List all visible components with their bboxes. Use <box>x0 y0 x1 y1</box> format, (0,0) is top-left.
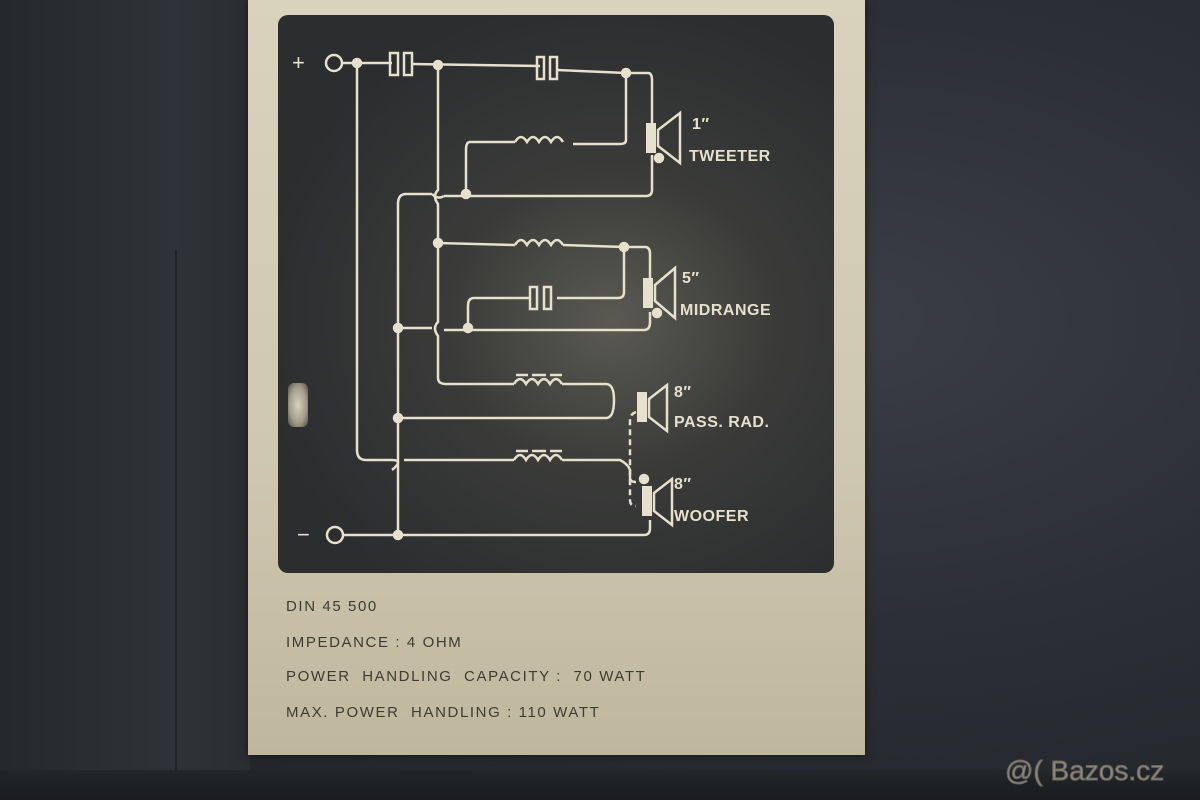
spec-max-power: MAX. POWER HANDLING : 110 WATT <box>286 704 601 721</box>
woofer-size: 8″ <box>674 476 692 493</box>
speaker-cabinet-side <box>0 0 250 800</box>
woofer-speaker-icon <box>638 473 674 528</box>
tweeter-size: 1″ <box>692 116 710 133</box>
cabinet-seam <box>175 250 177 770</box>
positive-terminal-icon <box>324 53 344 73</box>
cabinet-bottom-edge <box>0 770 1200 800</box>
passive-radiator-label: PASS. RAD. <box>674 414 770 431</box>
midrange-speaker-icon <box>643 265 677 321</box>
watermark: @( Bazos.cz <box>1004 755 1165 787</box>
tweeter-speaker-icon <box>646 110 682 166</box>
negative-terminal-icon <box>325 525 345 545</box>
passive-radiator-size: 8″ <box>674 384 692 401</box>
passive-radiator-icon <box>637 382 669 434</box>
tweeter-label: TWEETER <box>689 148 771 165</box>
spec-power-capacity: POWER HANDLING CAPACITY : 70 WATT <box>286 668 647 685</box>
spec-din-standard: DIN 45 500 <box>286 598 378 615</box>
crossover-diagram-panel <box>278 15 834 573</box>
torn-label-hole <box>288 383 308 427</box>
negative-terminal-label: − <box>297 522 311 547</box>
positive-terminal-label: + <box>292 50 306 75</box>
spec-impedance: IMPEDANCE : 4 OHM <box>286 634 463 651</box>
midrange-size: 5″ <box>682 270 700 287</box>
midrange-label: MIDRANGE <box>680 302 772 319</box>
woofer-label: WOOFER <box>674 508 749 525</box>
